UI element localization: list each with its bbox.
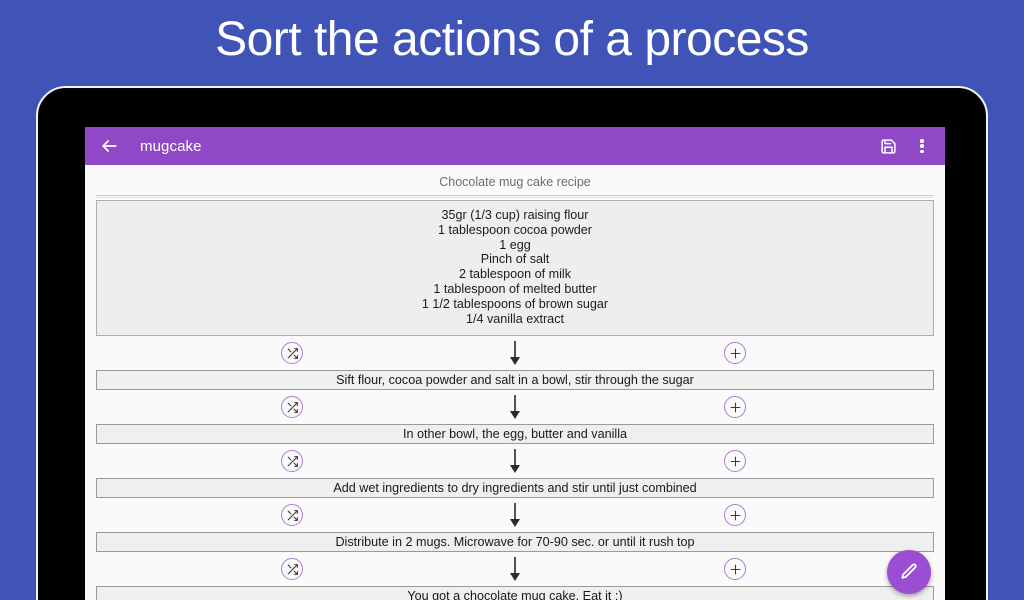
down-arrow-icon — [507, 340, 523, 366]
step-text: You got a chocolate mug cake. Eat it :) — [407, 589, 623, 600]
ingredient-line: Pinch of salt — [480, 252, 550, 267]
ingredient-line: 35gr (1/3 cup) raising flour — [441, 208, 589, 222]
step-text: Add wet ingredients to dry ingredients a… — [333, 481, 697, 496]
down-arrow-icon — [507, 448, 523, 474]
shuffle-icon[interactable] — [281, 504, 303, 527]
plus-icon[interactable] — [724, 396, 746, 419]
ingredient-line: 2 tablespoon of milk — [458, 267, 571, 282]
ingredient-line: 1 egg — [499, 237, 531, 252]
connector-row — [85, 336, 945, 370]
app-screen: mugcake Chocolate mug cake recipe 35gr (… — [85, 127, 945, 600]
down-arrow-icon — [507, 556, 523, 582]
floppy-disk-save-icon[interactable] — [877, 135, 899, 157]
shuffle-icon[interactable] — [281, 396, 303, 419]
step-box[interactable]: Sift flour, cocoa powder and salt in a b… — [96, 370, 934, 391]
recipe-caption: Chocolate mug cake recipe — [439, 175, 591, 189]
ingredient-line: 1 tablespoon cocoa powder — [437, 222, 593, 237]
shuffle-icon[interactable] — [281, 342, 303, 365]
shuffle-icon[interactable] — [281, 450, 303, 473]
kebab-dot — [920, 139, 924, 143]
step-text: In other bowl, the egg, butter and vanil… — [402, 427, 628, 442]
down-arrow-icon — [507, 502, 523, 528]
kebab-dot — [920, 149, 924, 153]
step-box[interactable]: In other bowl, the egg, butter and vanil… — [96, 424, 934, 445]
recipe-content: Chocolate mug cake recipe 35gr (1/3 cup)… — [85, 165, 945, 600]
kebab-dot — [920, 144, 924, 148]
caption-divider — [96, 195, 934, 198]
connector-row — [85, 498, 945, 532]
edit-fab-button[interactable] — [887, 550, 931, 594]
plus-icon[interactable] — [724, 450, 746, 473]
shuffle-icon[interactable] — [281, 558, 303, 581]
ingredient-line: 1 tablespoon of melted butter — [433, 281, 597, 296]
step-text: Distribute in 2 mugs. Microwave for 70-9… — [335, 535, 695, 550]
ingredient-line: 1/4 vanilla extract — [465, 311, 564, 326]
plus-icon[interactable] — [724, 558, 746, 581]
connector-row — [85, 390, 945, 424]
kebab-dots — [920, 137, 924, 155]
ingredients-box[interactable]: 35gr (1/3 cup) raising flour 1 tablespoo… — [96, 200, 934, 337]
pencil-edit-icon — [901, 563, 917, 579]
promo-headline: Sort the actions of a process — [215, 13, 809, 66]
step-text: Sift flour, cocoa powder and salt in a b… — [336, 373, 694, 388]
app-title: mugcake — [140, 137, 202, 155]
kebab-menu-icon[interactable] — [911, 135, 933, 157]
back-arrow-icon[interactable] — [99, 136, 119, 156]
connector-row — [85, 444, 945, 478]
step-box[interactable]: Distribute in 2 mugs. Microwave for 70-9… — [96, 532, 934, 553]
step-box[interactable]: Add wet ingredients to dry ingredients a… — [96, 478, 934, 499]
down-arrow-icon — [507, 394, 523, 420]
app-bar: mugcake — [85, 127, 945, 165]
connector-row — [85, 552, 945, 586]
plus-icon[interactable] — [724, 342, 746, 365]
plus-icon[interactable] — [724, 504, 746, 527]
ingredient-line: 1 1/2 tablespoons of brown sugar — [421, 296, 609, 311]
step-box[interactable]: You got a chocolate mug cake. Eat it :) — [96, 586, 934, 600]
